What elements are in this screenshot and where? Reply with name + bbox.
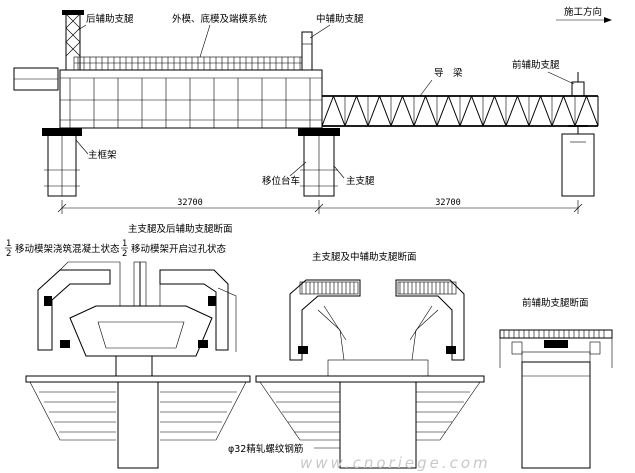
main-girder bbox=[59, 56, 323, 129]
label-middle-support: 中辅助支腿 bbox=[316, 13, 364, 25]
label-formwork-system: 外模、底模及端模系统 bbox=[172, 13, 268, 25]
label-rear-support: 后辅助支腿 bbox=[86, 13, 134, 25]
rear-support-tower bbox=[62, 10, 84, 71]
label-front-support: 前辅助支腿 bbox=[512, 59, 560, 71]
label-main-frame: 主框架 bbox=[88, 149, 117, 161]
label-shift-trolley: 移位台车 bbox=[262, 175, 300, 187]
guide-beam-truss bbox=[321, 95, 599, 127]
fraction-numerator-2: 1 bbox=[122, 239, 127, 249]
label-construction-direction: 施工方向 bbox=[564, 6, 602, 18]
span-dimension-2: 32700 bbox=[435, 198, 461, 208]
section-left: 主支腿及后辅助支腿断面 1 2 移动模架浇筑混凝土状态 1 2 移动模架开启过孔… bbox=[5, 223, 251, 469]
box-girder-section bbox=[69, 305, 213, 357]
front-support bbox=[568, 72, 588, 134]
section-middle-pier bbox=[339, 381, 417, 469]
watermark: www.cnoriege.com bbox=[300, 454, 491, 472]
fraction-denominator-2: 2 bbox=[122, 249, 127, 259]
elevation-view: 32700 32700 后辅助支腿 外模、底模及端模系统 中辅助支腿 施工方向 … bbox=[13, 6, 612, 214]
section-middle-title: 主支腿及中辅助支腿断面 bbox=[312, 251, 417, 263]
pier-right bbox=[298, 128, 340, 197]
rebar-note: φ32精轧螺纹钢筋 bbox=[228, 443, 303, 455]
dimension-line: 32700 32700 bbox=[57, 198, 583, 214]
fraction-numerator-1: 1 bbox=[6, 239, 11, 249]
formwork-ribs bbox=[69, 57, 311, 128]
section-left-title: 主支腿及后辅助支腿断面 bbox=[128, 223, 233, 235]
span-dimension-1: 32700 bbox=[177, 198, 203, 208]
pier-left bbox=[42, 128, 82, 197]
section-left-subtitle-open: 移动模架开启过孔状态 bbox=[131, 243, 227, 255]
section-middle: 主支腿及中辅助支腿断面 φ32精轧螺纹钢筋 bbox=[228, 251, 485, 469]
pier-front bbox=[561, 133, 595, 197]
middle-support-post bbox=[301, 31, 313, 71]
section-right-pier bbox=[521, 361, 591, 469]
section-right: 前辅助支腿断面 bbox=[499, 297, 613, 469]
section-right-title: 前辅助支腿断面 bbox=[522, 297, 589, 309]
section-left-pier bbox=[117, 381, 159, 469]
fraction-denominator-1: 2 bbox=[6, 249, 11, 259]
label-main-support: 主支腿 bbox=[346, 175, 375, 187]
label-guide-beam: 导 梁 bbox=[434, 67, 463, 79]
section-left-subtitle-pour: 移动模架浇筑混凝土状态 bbox=[15, 243, 120, 255]
